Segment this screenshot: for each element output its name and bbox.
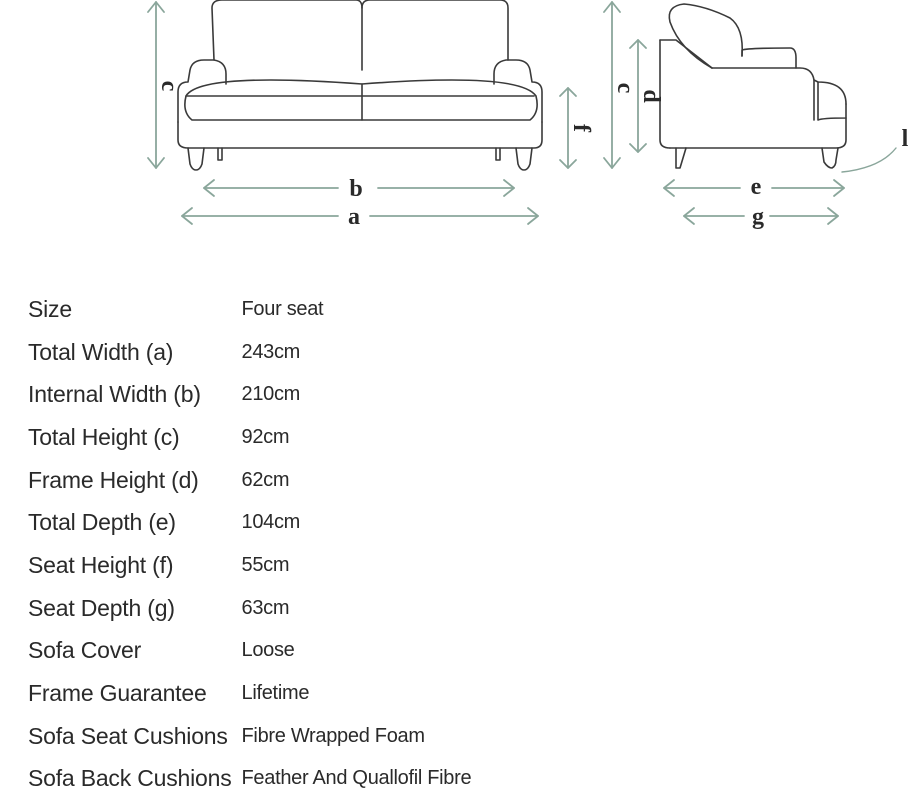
label-side-e: e xyxy=(751,174,762,200)
spec-row: Frame Height (d) 62cm xyxy=(28,459,471,502)
spec-value: 55cm xyxy=(241,553,290,576)
spec-label: Internal Width (b) xyxy=(28,381,201,408)
label-side-g: g xyxy=(752,204,764,230)
spec-value: Feather And Quallofil Fibre xyxy=(241,767,472,790)
spec-value: Loose xyxy=(241,639,295,662)
spec-label: Sofa Back Cushions xyxy=(28,765,232,792)
spec-row: Sofa Back Cushions Feather And Quallofil … xyxy=(28,758,472,800)
spec-row: Total Height (c) 92cm xyxy=(28,416,471,459)
spec-label: Seat Height (f) xyxy=(28,551,174,578)
spec-row: Total Width (a) 243cm xyxy=(28,331,471,374)
spec-value: 210cm xyxy=(241,383,301,406)
label-side-extra: l xyxy=(902,126,909,152)
spec-value: 243cm xyxy=(241,340,301,363)
dimension-lines xyxy=(147,1,897,225)
label-side-d: d xyxy=(638,89,664,103)
label-side-c: c xyxy=(612,83,638,94)
spec-value: 92cm xyxy=(241,425,290,448)
spec-row: Sofa Cover Loose xyxy=(28,630,471,673)
spec-label: Total Height (c) xyxy=(28,423,180,450)
spec-row: Internal Width (b) 210cm xyxy=(28,373,471,416)
spec-label: Sofa Seat Cushions xyxy=(28,722,228,749)
spec-value: Lifetime xyxy=(241,682,310,705)
spec-value: Fibre Wrapped Foam xyxy=(241,724,426,747)
spec-row: Size Four seat xyxy=(28,288,471,331)
spec-row: Seat Height (f) 55cm xyxy=(28,544,471,587)
spec-value: 62cm xyxy=(241,468,290,491)
spec-row: Frame Guarantee Lifetime xyxy=(28,672,471,715)
label-front-f: f xyxy=(568,124,594,133)
spec-label: Frame Height (d) xyxy=(28,466,199,493)
label-front-b: b xyxy=(349,176,362,202)
spec-value: 104cm xyxy=(241,511,301,534)
spec-label: Sofa Cover xyxy=(28,637,142,664)
spec-label: Frame Guarantee xyxy=(28,680,207,707)
spec-row: Total Depth (e) 104cm xyxy=(28,501,471,544)
label-front-a: a xyxy=(348,204,360,230)
spec-label: Total Depth (e) xyxy=(28,509,176,536)
spec-label: Seat Depth (g) xyxy=(28,594,175,621)
spec-label: Size xyxy=(28,295,72,322)
label-front-c: c xyxy=(156,81,182,92)
spec-value: Four seat xyxy=(241,297,324,320)
spec-row: Seat Depth (g) 63cm xyxy=(28,587,471,630)
spec-label: Total Width (a) xyxy=(28,338,174,365)
spec-value: 63cm xyxy=(241,596,290,619)
sofa-dimension-diagram: c f b a c d e g l xyxy=(147,0,909,230)
sofa-front-view xyxy=(177,0,543,171)
sofa-side-view xyxy=(659,3,847,169)
spec-row: Sofa Seat Cushions Fibre Wrapped Foam xyxy=(28,715,471,758)
